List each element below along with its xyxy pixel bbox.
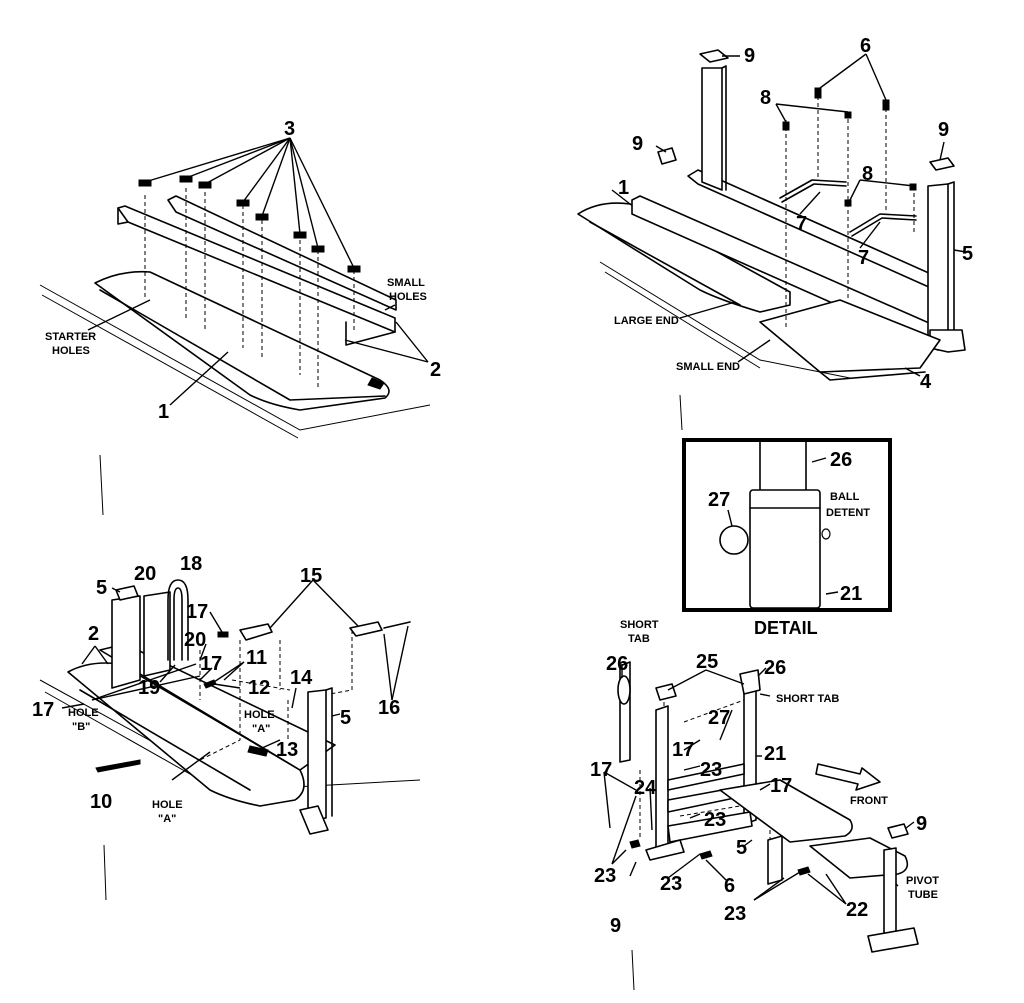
callout-10: 10 (90, 791, 112, 813)
callout-7-lower: 7 (858, 247, 869, 269)
callout-5-seat: 5 (96, 577, 107, 599)
label-small-holes-line2: HOLES (389, 291, 427, 303)
callout-26-detail: 26 (830, 449, 852, 471)
callout-17-left: 17 (32, 699, 54, 721)
label-large-end: LARGE END (614, 315, 679, 327)
callout-17-middle: 17 (200, 653, 222, 675)
callout-19: 19 (138, 677, 160, 699)
callout-16: 16 (378, 697, 400, 719)
callout-9-top: 9 (744, 45, 755, 67)
label-short-tab-left-line1: SHORT (620, 619, 659, 631)
label-small-holes-line1: SMALL (387, 277, 425, 289)
callout-14: 14 (290, 667, 313, 689)
callout-26-left: 26 (606, 653, 628, 675)
callout-9-right-bench: 9 (916, 813, 927, 835)
callout-8-upper: 8 (760, 87, 771, 109)
callout-4: 4 (920, 371, 932, 393)
callout-20-lower: 20 (184, 629, 206, 651)
label-short-tab-right: SHORT TAB (776, 693, 839, 705)
detail-title: DETAIL (754, 618, 818, 638)
callout-11: 11 (246, 647, 267, 669)
callout-6-bench: 6 (724, 875, 735, 897)
callout-18: 18 (180, 553, 202, 575)
label-hole-b-line1: HOLE (68, 707, 99, 719)
label-hole-a-upper-line2: "A" (252, 723, 270, 735)
label-hole-a-lower-line1: HOLE (152, 799, 183, 811)
callout-27-detail: 27 (708, 489, 730, 511)
callout-9-left: 9 (632, 133, 643, 155)
callout-9-bottom-bench: 9 (610, 915, 621, 937)
callout-6: 6 (860, 35, 871, 57)
label-small-end: SMALL END (676, 361, 740, 373)
callout-17-seat: 17 (770, 775, 792, 797)
callout-1: 1 (158, 401, 169, 423)
label-starter-holes-line1: STARTER (45, 331, 96, 343)
callout-15: 15 (300, 565, 322, 587)
callout-23-left: 23 (594, 865, 616, 887)
callout-13: 13 (276, 739, 298, 761)
callout-2: 2 (430, 359, 441, 381)
panel-base-rail: 3 SMALL HOLES STARTER HOLES 2 1 (39, 118, 441, 516)
callout-12: 12 (248, 677, 270, 699)
callout-21-bench: 21 (764, 743, 786, 765)
callout-8-lower: 8 (862, 163, 873, 185)
callout-21-detail: 21 (840, 583, 862, 605)
label-pivot-tube-line2: TUBE (908, 889, 938, 901)
label-hole-a-lower-line2: "A" (158, 813, 176, 825)
label-hole-a-upper-line1: HOLE (244, 709, 275, 721)
callout-17-upper: 17 (186, 601, 208, 623)
callout-17-left-bench: 17 (590, 759, 612, 781)
label-hole-b-line2: "B" (72, 721, 90, 733)
callout-5-bench: 5 (736, 837, 747, 859)
callout-23-bottom: 23 (660, 873, 682, 895)
callout-26-right: 26 (764, 657, 786, 679)
panel-detail: 26 27 BALL DETENT 21 DETAIL (682, 438, 892, 638)
panel-bench-assembly: SHORT TAB 26 25 26 SHORT TAB 27 21 17 23… (590, 619, 939, 991)
callout-24: 24 (634, 777, 657, 799)
callout-22: 22 (846, 899, 868, 921)
label-pivot-tube-line1: PIVOT (906, 875, 939, 887)
callout-23-right: 23 (724, 903, 746, 925)
label-ball-detent-line2: DETENT (826, 507, 870, 519)
callout-27-bench: 27 (708, 707, 730, 729)
callout-7-upper: 7 (796, 213, 807, 235)
callout-9-right: 9 (938, 119, 949, 141)
callout-23-upper: 23 (700, 759, 722, 781)
callout-2-seat: 2 (88, 623, 99, 645)
callout-20-upper: 20 (134, 563, 156, 585)
callout-17-upper-bench: 17 (672, 739, 694, 761)
label-front: FRONT (850, 795, 888, 807)
callout-5-seat-right: 5 (340, 707, 351, 729)
callout-5-upright: 5 (962, 243, 973, 265)
callout-25: 25 (696, 651, 718, 673)
label-ball-detent-line1: BALL (830, 491, 860, 503)
label-short-tab-left-line2: TAB (628, 633, 650, 645)
callout-1-frame: 1 (618, 177, 629, 199)
panel-upright-frame: 9 6 8 9 9 1 8 7 7 5 LARGE END SMALL END … (577, 35, 973, 431)
callout-23-middle: 23 (704, 809, 726, 831)
callout-3: 3 (284, 118, 295, 140)
panel-seat-assembly: 5 20 18 2 17 15 20 11 17 19 12 14 17 HOL… (32, 553, 421, 901)
label-starter-holes-line2: HOLES (52, 345, 90, 357)
